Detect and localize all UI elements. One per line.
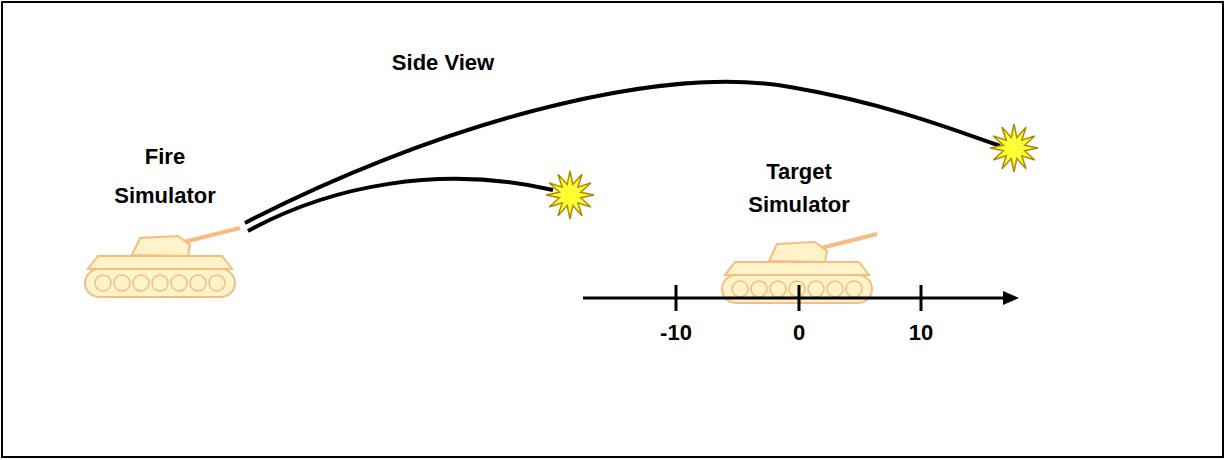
tank-icon [85, 228, 240, 297]
axis-tick-label: 10 [909, 320, 933, 346]
axis-tick-label: 0 [793, 320, 805, 346]
view-title: Side View [392, 50, 494, 76]
explosion-burst [546, 171, 594, 219]
axis-tick-label: -10 [660, 320, 692, 346]
simulator-label: Fire Simulator [105, 138, 225, 215]
simulator-label: Target Simulator [724, 155, 874, 221]
trajectories [245, 82, 1000, 231]
range-axis [583, 285, 1019, 311]
explosion-burst [990, 124, 1038, 172]
